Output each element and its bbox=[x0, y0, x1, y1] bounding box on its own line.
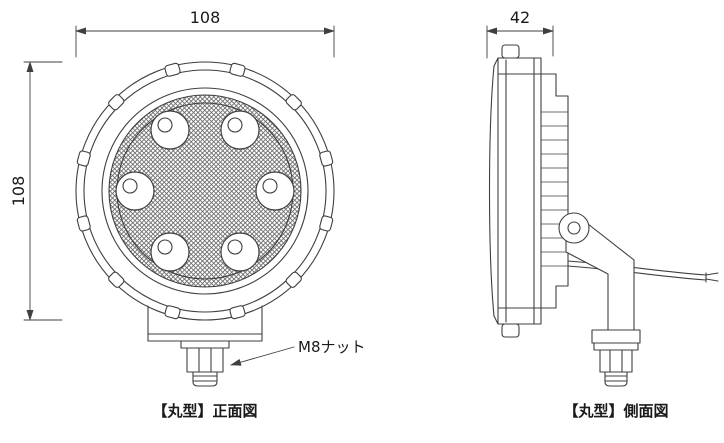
side-lamp-body bbox=[488, 44, 569, 338]
cooling-fins bbox=[541, 111, 568, 267]
bolt-front bbox=[180, 340, 230, 387]
pivot-boss bbox=[558, 212, 590, 244]
bottom-clip bbox=[501, 323, 520, 338]
rim-clips bbox=[76, 62, 334, 320]
led bbox=[220, 232, 260, 272]
bolt-side bbox=[593, 342, 639, 387]
nut-callout-label: M8ナット bbox=[298, 338, 366, 356]
bezel-circle bbox=[101, 87, 309, 295]
front-width-dimension: 108 bbox=[75, 8, 335, 58]
pivot-bolt bbox=[567, 221, 581, 235]
bracket-base bbox=[591, 329, 641, 344]
side-depth-value: 42 bbox=[510, 8, 530, 27]
led bbox=[220, 110, 260, 150]
outer-rim-circle bbox=[75, 61, 335, 321]
front-height-value: 108 bbox=[9, 176, 28, 207]
front-view: 108 108 bbox=[9, 8, 366, 420]
front-height-dimension: 108 bbox=[9, 61, 63, 321]
side-view-caption: 【丸型】側面図 bbox=[563, 402, 668, 420]
side-depth-dimension: 42 bbox=[486, 8, 554, 59]
nut-callout: M8ナット bbox=[230, 338, 366, 366]
mounting-bracket-side bbox=[558, 212, 641, 344]
front-view-caption: 【丸型】正面図 bbox=[152, 402, 257, 420]
led bbox=[255, 171, 295, 211]
front-width-value: 108 bbox=[190, 8, 221, 27]
led-array bbox=[115, 110, 295, 272]
led bbox=[115, 171, 155, 211]
led bbox=[150, 110, 190, 150]
side-view: 42 bbox=[486, 8, 719, 420]
rim-inner-circle bbox=[83, 69, 327, 313]
led bbox=[150, 232, 190, 272]
top-clip bbox=[501, 44, 520, 59]
lens-front-curve bbox=[488, 65, 495, 317]
